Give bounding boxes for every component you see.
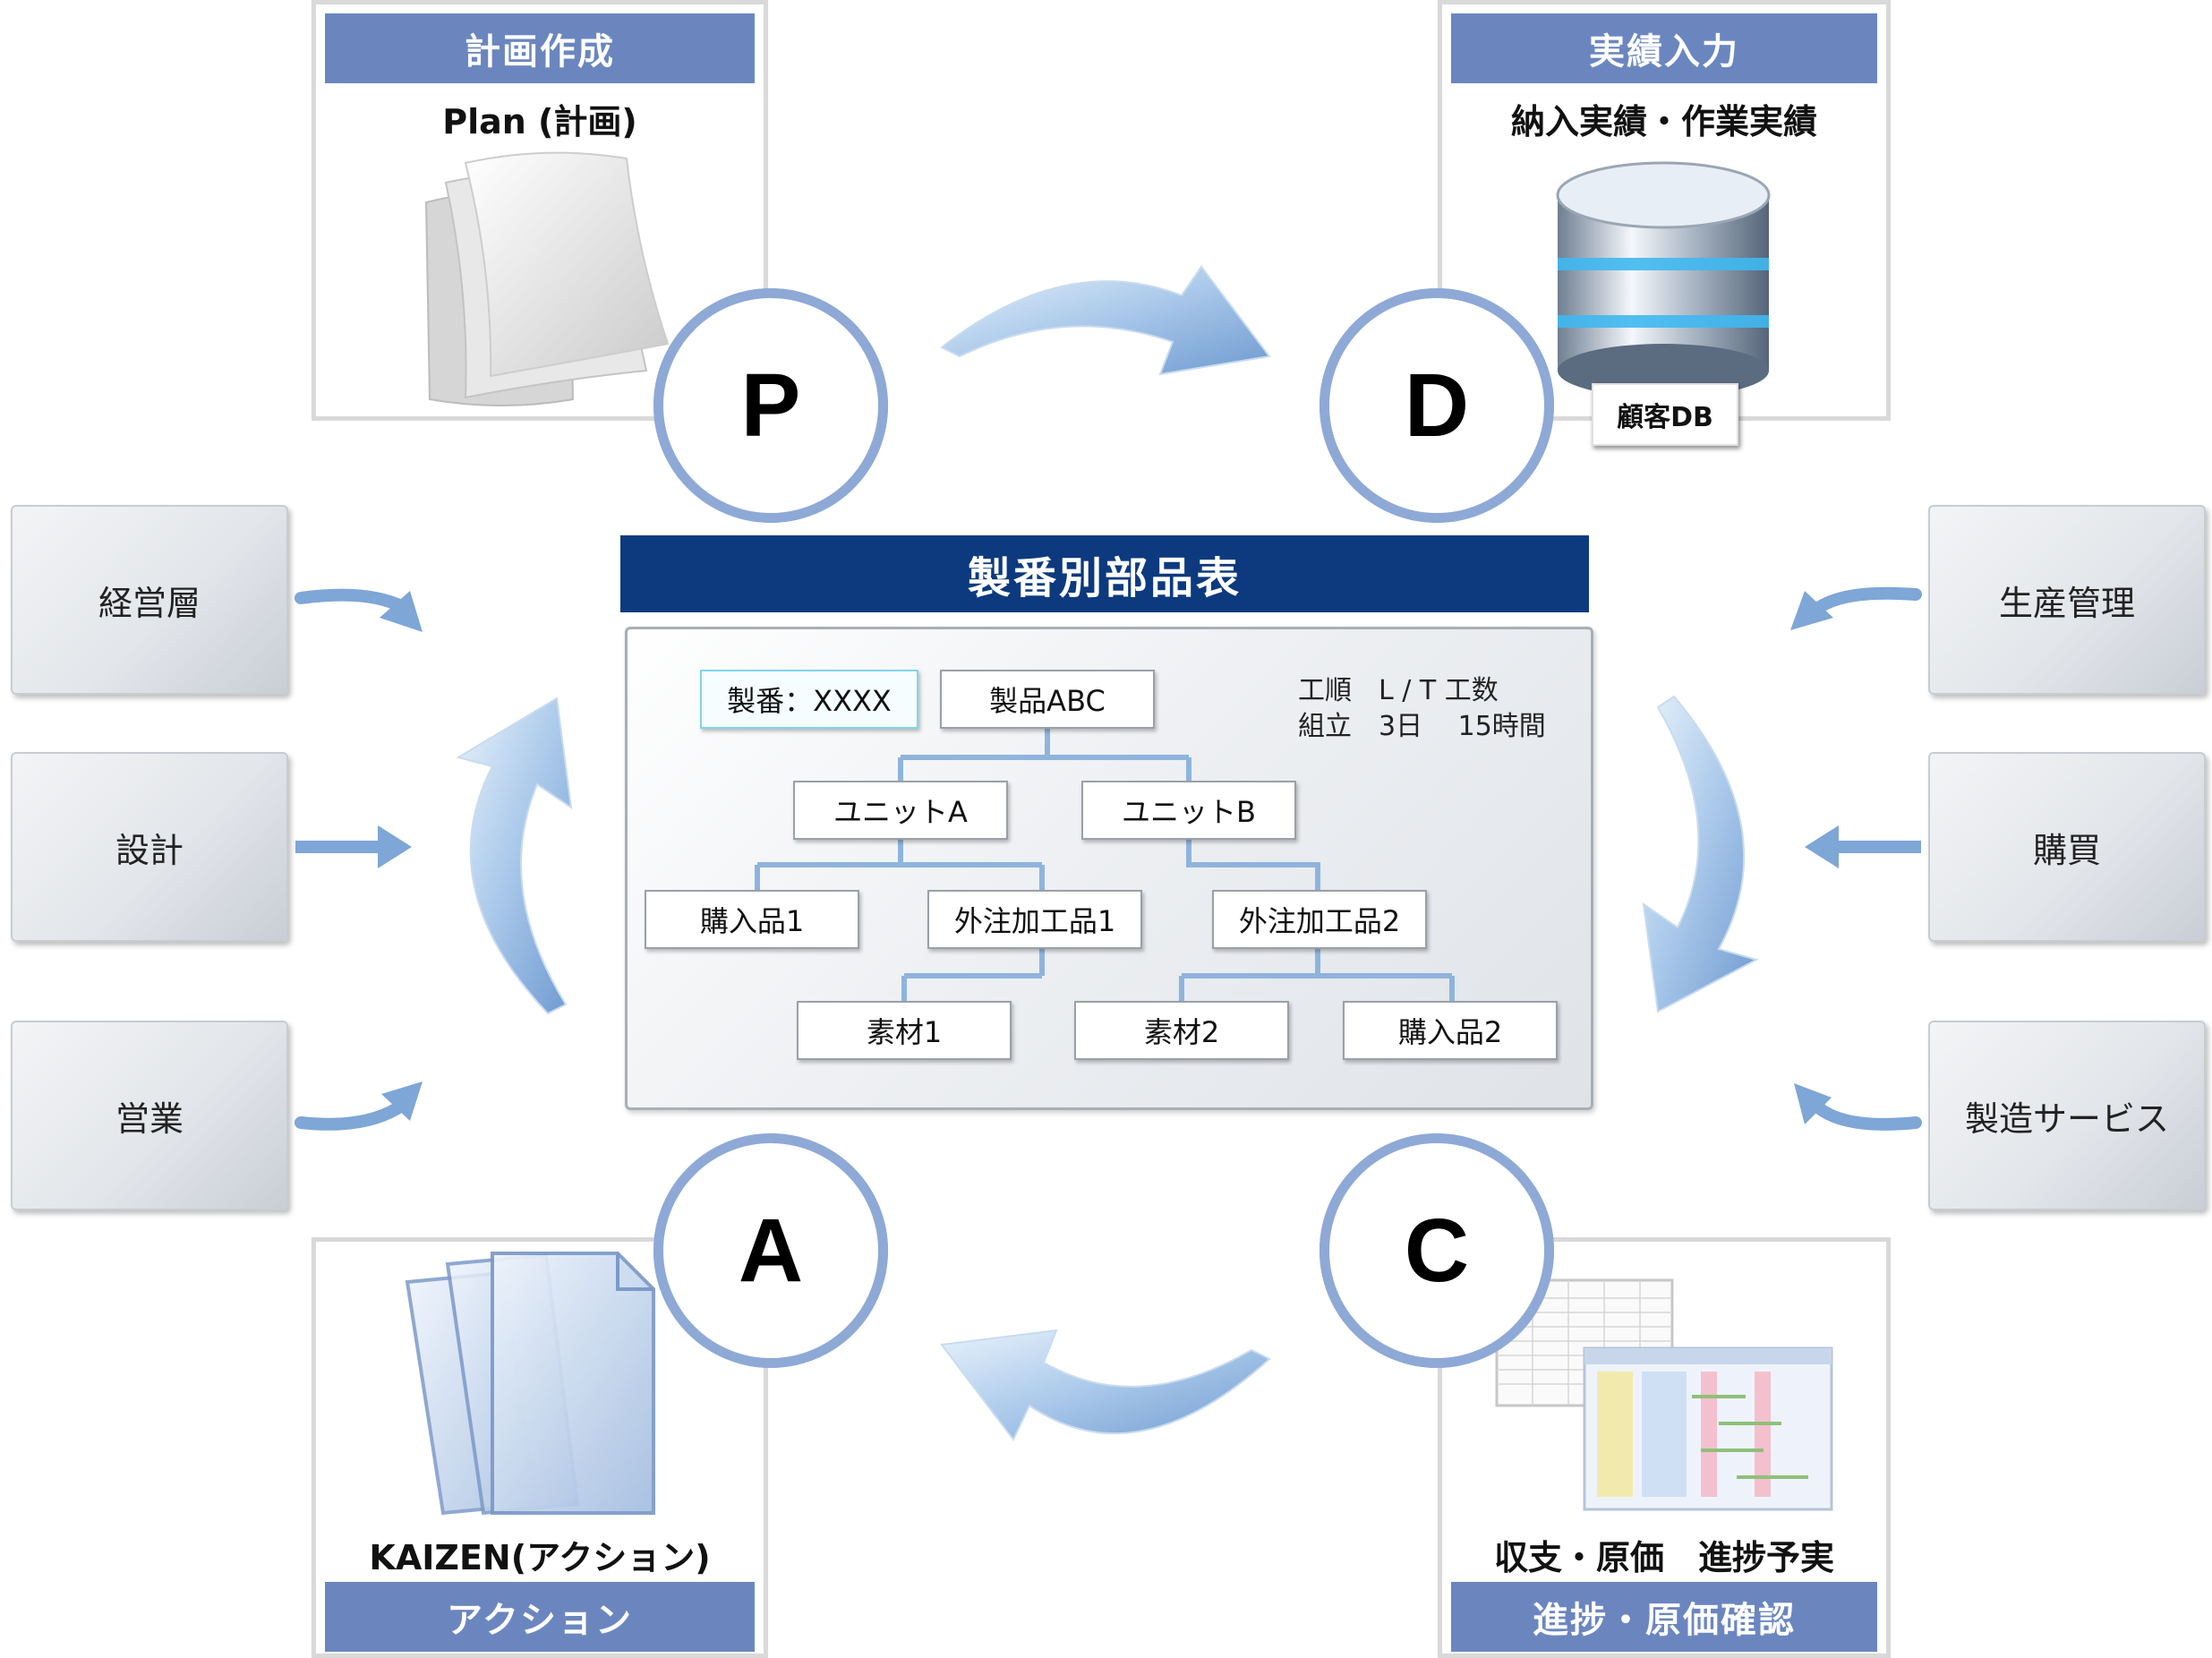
bom-node-unit-a: ユニットA <box>793 781 1008 840</box>
cycle-arrow-act-to-plan <box>456 697 573 1015</box>
arrow-from-sales <box>295 1098 409 1131</box>
plan-panel-header: 計画作成 <box>325 13 755 83</box>
arrow-from-management <box>295 588 409 613</box>
role-sales: 営業 <box>11 1021 288 1210</box>
circle-do-front: D <box>1320 288 1554 523</box>
do-panel-subtitle: 納入実績・作業実績 <box>1510 102 1817 141</box>
role-design: 設計 <box>11 752 288 942</box>
bom-title: 製番別部品表 <box>620 535 1589 612</box>
arrow-from-production <box>1811 586 1922 615</box>
plan-panel-subtitle: Plan (計画) <box>442 102 637 141</box>
circle-check-front: C <box>1320 1133 1554 1368</box>
circle-act-front: A <box>653 1133 888 1368</box>
bom-node-material-1: 素材1 <box>797 1001 1012 1060</box>
arrow-from-manufacturing <box>1811 1100 1922 1131</box>
act-panel-subtitle: KAIZEN(アクション) <box>369 1538 711 1577</box>
circle-plan-front: P <box>653 288 888 523</box>
bom-node-material-2: 素材2 <box>1074 1001 1289 1060</box>
act-panel-footer: アクション <box>325 1582 755 1652</box>
bom-node-product: 製品ABC <box>940 670 1155 729</box>
role-management: 経営層 <box>11 505 288 695</box>
bom-info-header: 工順 L / T 工数 <box>1298 675 1499 706</box>
customer-db-tag: 顧客DB <box>1592 383 1738 446</box>
cycle-arrow-check-to-act <box>940 1329 1271 1441</box>
bom-node-purchase-1: 購入品1 <box>645 890 859 949</box>
bom-order-number: 製番：XXXX <box>700 670 918 729</box>
bom-info-values: 組立 3日 15時間 <box>1298 711 1546 742</box>
role-manufacturing-service: 製造サービス <box>1928 1021 2206 1210</box>
bom-node-purchase-2: 購入品2 <box>1343 1001 1558 1060</box>
cycle-arrow-do-to-check <box>1642 695 1759 1013</box>
bom-node-unit-b: ユニットB <box>1081 781 1296 840</box>
bom-node-outsource-2: 外注加工品2 <box>1212 890 1427 949</box>
bom-node-outsource-1: 外注加工品1 <box>927 890 1142 949</box>
do-panel-header: 実績入力 <box>1451 13 1877 83</box>
role-production-control: 生産管理 <box>1928 505 2206 695</box>
check-panel-subtitle: 収支・原価 進捗予実 <box>1493 1538 1834 1577</box>
role-purchasing: 購買 <box>1928 752 2206 942</box>
check-panel-footer: 進捗・原価確認 <box>1451 1582 1877 1652</box>
cycle-arrow-plan-to-do <box>940 265 1271 376</box>
